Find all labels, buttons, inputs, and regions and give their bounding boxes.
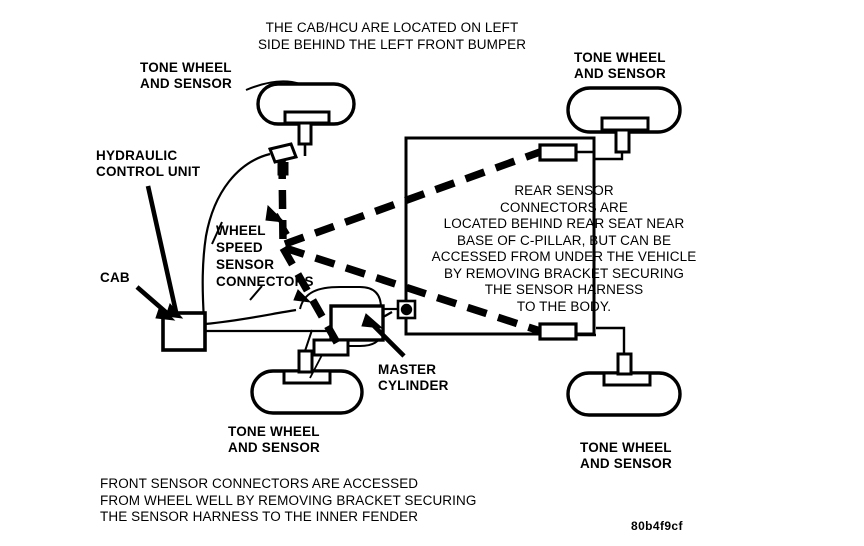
sensor-stem-bottom-right xyxy=(616,352,633,376)
leader-hydraulic-control-unit xyxy=(145,185,179,313)
label-master-cylinder: MASTER CYLINDER xyxy=(378,362,449,393)
wire-front-right-lead xyxy=(309,354,323,379)
label-tone-wheel-bottom-left: TONE WHEEL AND SENSOR xyxy=(228,424,321,455)
body-outline xyxy=(404,136,596,336)
label-tone-wheel-bottom-right: TONE WHEEL AND SENSOR xyxy=(580,440,673,471)
figure-id-code: 80b4f9cf xyxy=(631,519,683,533)
wire-top-right-sensor xyxy=(594,152,624,161)
label-wheel-speed-sensor-connectors: WHEEL SPEED SENSOR CONNECTORS xyxy=(216,223,314,289)
sensor-stem-top-left xyxy=(297,121,313,146)
cab-hcu-location-note: THE CAB/HCU ARE LOCATED ON LEFT SIDE BEH… xyxy=(257,20,527,52)
arrowhead-wheel-speed-lower xyxy=(293,289,312,303)
body-ground-junction xyxy=(396,299,417,320)
sensor-block-top-left xyxy=(283,110,331,125)
wire-front-left-to-hcu xyxy=(201,152,271,321)
sensor-stem-bottom-left xyxy=(297,349,314,374)
sensor-stem-top-right xyxy=(614,128,631,154)
label-tone-wheel-top-left: TONE WHEEL AND SENSOR xyxy=(140,60,233,91)
wire-bottom-right-sensor xyxy=(596,326,626,354)
label-tone-wheel-top-right: TONE WHEEL AND SENSOR xyxy=(574,50,667,81)
connector-rear-left xyxy=(538,143,578,162)
harness-hub-to-rear-right xyxy=(283,244,542,335)
arrowhead-master-cylinder xyxy=(361,313,384,329)
arrowhead-cab xyxy=(155,305,176,321)
label-cab: CAB xyxy=(100,270,130,285)
arrowhead-hydraulic-control-unit xyxy=(165,303,184,319)
sensor-block-top-right xyxy=(600,116,650,132)
connector-rear-right xyxy=(538,322,578,341)
leader-wheel-speed-down xyxy=(249,285,263,301)
leader-wheel-speed-left-tick xyxy=(211,221,223,245)
harness-hub-to-rear-left xyxy=(283,148,542,248)
front-sensor-connectors-note: FRONT SENSOR CONNECTORS ARE ACCESSED FRO… xyxy=(100,476,477,524)
connector-front-right xyxy=(312,338,350,357)
master-cylinder-housing-outline xyxy=(299,286,382,347)
leader-tone-wheel-top-left xyxy=(245,80,301,91)
arrowhead-wheel-speed xyxy=(265,204,286,223)
label-hydraulic-control-unit: HYDRAULIC CONTROL UNIT xyxy=(96,148,201,179)
rear-sensor-connectors-note: REAR SENSOR CONNECTORS ARE LOCATED BEHIN… xyxy=(431,183,697,314)
harness-hub-to-front-right xyxy=(279,246,344,350)
wire-hcu-to-master-cylinder xyxy=(204,308,297,326)
wire-bottom-left-sensor xyxy=(304,329,313,352)
